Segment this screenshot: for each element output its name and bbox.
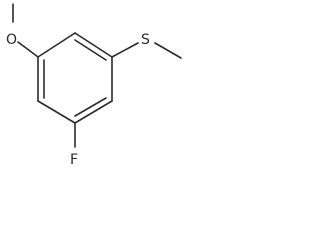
ring-bond-1 [37,32,76,58]
fluorine-atom-label: F [70,152,78,168]
ring-bond-4 [74,100,113,124]
ring-bond-3 [37,100,76,124]
ring-sulfur-bond [111,42,139,58]
sulfur-methyl-bond [154,42,182,59]
ring-bond-6 [74,32,113,58]
structure-svg: O S F [6,3,182,168]
double-bond-inner-1 [74,39,107,61]
sulfur-atom-label: S [141,32,150,48]
ring-oxygen-bond [17,41,39,58]
molecule-structure: O S F [0,0,185,171]
oxygen-atom-label: O [6,32,17,48]
double-bond-inner-3 [74,97,107,117]
